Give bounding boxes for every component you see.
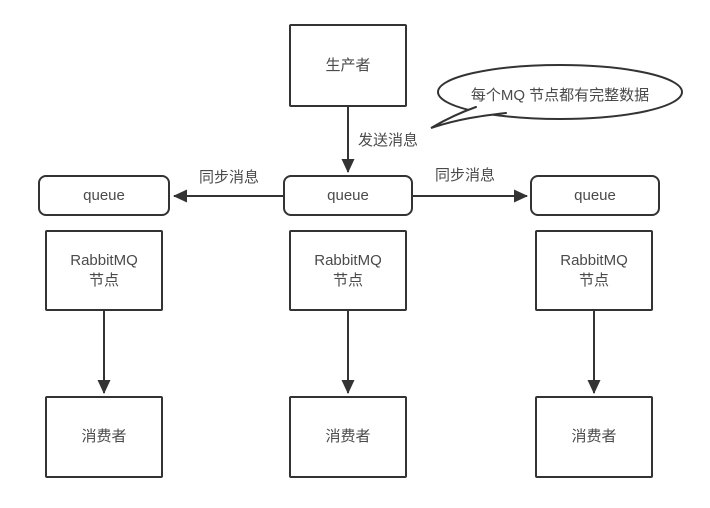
speech-bubble-tail-outline bbox=[430, 106, 507, 129]
rabbitmq-node-center-line1: RabbitMQ bbox=[314, 251, 382, 269]
queue-center-label: queue bbox=[327, 186, 369, 204]
rabbitmq-node-right-line2: 节点 bbox=[578, 271, 609, 289]
rabbitmq-node-box-right[interactable]: RabbitMQ 节点 bbox=[535, 230, 653, 311]
consumer-right-label: 消费者 bbox=[571, 428, 617, 445]
consumer-box-center[interactable]: 消费者 bbox=[289, 396, 407, 478]
queue-box-left[interactable]: queue bbox=[38, 175, 170, 216]
rabbitmq-node-left-label: RabbitMQ 节点 bbox=[70, 251, 138, 291]
queue-box-center[interactable]: queue bbox=[283, 175, 413, 216]
rabbitmq-node-right-line1: RabbitMQ bbox=[560, 251, 628, 269]
consumer-box-right[interactable]: 消费者 bbox=[535, 396, 653, 478]
rabbitmq-node-right-label: RabbitMQ 节点 bbox=[560, 251, 628, 291]
rabbitmq-node-center-line2: 节点 bbox=[332, 271, 363, 289]
consumer-center-label: 消费者 bbox=[325, 428, 371, 445]
rabbitmq-node-left-line1: RabbitMQ bbox=[70, 251, 138, 269]
producer-label: 生产者 bbox=[325, 56, 371, 74]
rabbitmq-node-left-line2: 节点 bbox=[88, 271, 119, 289]
rabbitmq-node-box-left[interactable]: RabbitMQ 节点 bbox=[45, 230, 163, 311]
queue-box-right[interactable]: queue bbox=[530, 175, 660, 216]
rabbitmq-node-box-center[interactable]: RabbitMQ 节点 bbox=[289, 230, 407, 311]
edge-label-sync-left: 同步消息 bbox=[197, 166, 262, 187]
consumer-left-label: 消费者 bbox=[81, 428, 127, 445]
edge-label-send-message: 发送消息 bbox=[356, 129, 421, 150]
speech-bubble bbox=[437, 64, 683, 120]
queue-left-label: queue bbox=[83, 186, 125, 204]
edge-label-sync-right: 同步消息 bbox=[433, 164, 498, 185]
consumer-box-left[interactable]: 消费者 bbox=[45, 396, 163, 478]
speech-bubble-text: 每个MQ 节点都有完整数据 bbox=[470, 87, 650, 104]
producer-box[interactable]: 生产者 bbox=[289, 24, 407, 107]
queue-right-label: queue bbox=[574, 186, 616, 204]
rabbitmq-node-center-label: RabbitMQ 节点 bbox=[314, 251, 382, 291]
